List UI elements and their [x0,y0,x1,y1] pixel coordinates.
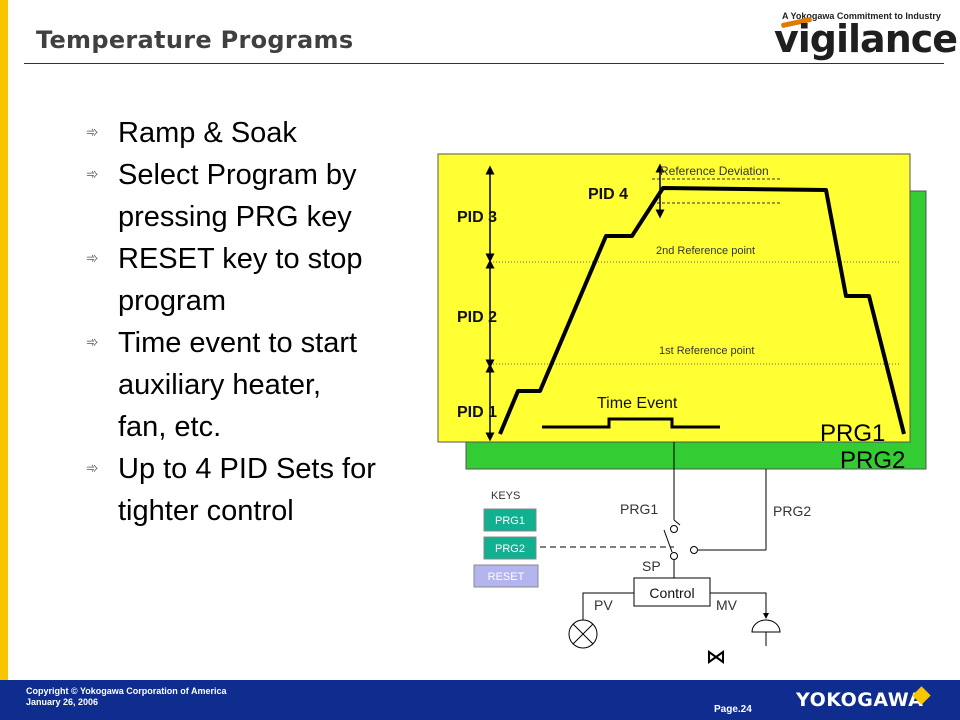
switch-contact [663,529,673,553]
bullet-text: RESET key to stop [118,243,363,275]
bullet-text: auxiliary heater, [118,369,322,401]
time-event-pulse [542,417,720,429]
pid2-label: PID 2 [457,309,497,326]
bullet-item: ➾ RESET key to stop program [86,238,426,322]
vigilance-logo: vigilance. [774,17,960,61]
bullet-text: pressing PRG key [118,201,352,233]
bullet-text: fan, etc. [118,411,222,443]
page-title: Temperature Programs [36,26,354,54]
bullet-list: ➾ Ramp & Soak ➾ Select Program by pressing … [86,112,426,532]
prg2-panel-label: PRG2 [840,447,905,474]
bullet-text: Ramp & Soak [118,117,297,149]
copyright-notice: Copyright © Yokogawa Corporation of Amer… [26,686,227,708]
bullet-arrow-icon: ➾ [86,166,99,183]
bullet-item: ➾ Select Program by pressing PRG key [86,154,426,238]
first-reference-label: 1st Reference point [659,345,754,357]
bullet-item: ➾ Up to 4 PID Sets for tighter control [86,448,426,532]
logo-tagline: A Yokogawa Commitment to Industry [782,11,941,21]
sensor-cross-b [572,623,594,645]
ramp-soak-curve [498,186,906,435]
bullet-text: program [118,285,226,317]
copyright-text: Copyright © Yokogawa Corporation of Amer… [26,686,227,696]
pv-wire [582,592,634,620]
reset-key-face[interactable] [473,564,539,588]
prg2-key-face[interactable] [483,536,537,560]
bullet-arrow-icon: ➾ [86,124,99,141]
prg1-key[interactable]: PRG1 [483,508,537,532]
yokogawa-logo: YOKOGAWA [796,689,924,711]
switch-node-bottom [670,552,678,560]
bullet-arrow-icon: ➾ [86,334,99,351]
page-number: Page.24 [714,704,752,715]
bullet-text: Time event to start [118,327,358,359]
prg2-key[interactable]: PRG2 [483,536,537,560]
time-event-label: Time Event [597,395,678,412]
valve-icon [708,650,724,664]
left-accent-bar [0,0,8,680]
bullet-arrow-icon: ➾ [86,250,99,267]
switch-node-top [670,525,678,533]
mv-label: MV [716,597,738,613]
bullet-arrow-icon: ➾ [86,460,99,477]
prg1-panel-label: PRG1 [820,420,885,447]
mv-wire [710,592,769,619]
control-label: Control [649,585,694,601]
prg1-wire-bend [673,519,681,526]
sp-label: SP [642,558,661,574]
pid4-label: PID 4 [588,186,628,203]
actuator-icon [751,619,781,633]
bullet-text: Select Program by [118,159,357,191]
second-reference-label: 2nd Reference point [656,245,755,257]
header-divider [24,63,944,64]
bullet-text: Up to 4 PID Sets for [118,453,376,485]
bullet-item: ➾ Ramp & Soak [86,112,426,154]
switch-node-prg2 [690,546,698,554]
prg2-wire-label: PRG2 [773,503,811,519]
keys-title: KEYS [491,490,520,502]
prg2-key-label: PRG2 [495,543,525,555]
prg1-key-label: PRG1 [495,515,525,527]
bullet-text: tighter control [118,495,294,527]
pid3-label: PID 3 [457,209,497,226]
reference-deviation-label: Reference Deviation [660,164,769,178]
control-block [633,577,711,607]
pv-label: PV [594,597,613,613]
bullet-item: ➾ Time event to start auxiliary heater, fan… [86,322,426,448]
reset-key[interactable]: RESET [473,564,539,588]
prg1-wire-label: PRG1 [620,501,658,517]
prg1-key-face[interactable] [483,508,537,532]
footer-bar [0,680,960,720]
reset-key-label: RESET [488,571,525,583]
pid1-label: PID 1 [457,404,497,421]
ramp-soak-diagram: Reference Deviation PID 4 PID 3 2nd Refe… [437,153,927,664]
copyright-date: January 26, 2006 [26,697,99,707]
